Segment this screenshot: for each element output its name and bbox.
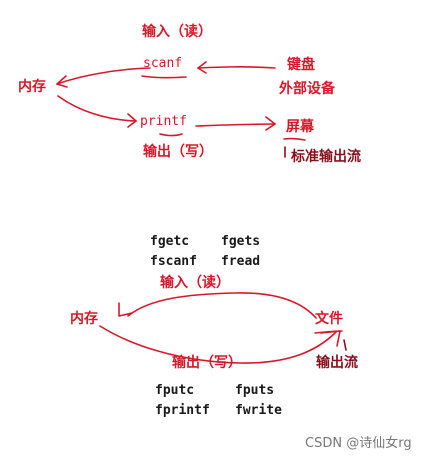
label-output-write-bottom: 输出（写） [172, 355, 242, 371]
arrowhead-memory [56, 75, 68, 88]
label-output-stream: 输出流 [316, 355, 358, 371]
label-memory-bottom: 内存 [70, 311, 98, 327]
label-scanf: scanf [143, 56, 183, 71]
arrowhead-printf [127, 113, 137, 128]
arc-input [127, 292, 317, 319]
arrowhead-screen [265, 116, 276, 131]
watermark: CSDN @诗仙女rg [305, 436, 412, 451]
label-fread: fread [221, 254, 261, 269]
label-output-write-top: 输出（写） [143, 144, 213, 160]
label-fprintf: fprintf [155, 403, 210, 418]
label-file: 文件 [315, 311, 343, 327]
arrowhead-scanf [197, 61, 207, 74]
label-fputc: fputc [155, 383, 195, 398]
label-input-read-bottom: 输入（读） [160, 275, 230, 291]
arrow-scanf-to-memory [56, 67, 151, 85]
arrowhead-output-file [320, 330, 341, 347]
label-fputs: fputs [235, 383, 275, 398]
arc-output [99, 325, 337, 364]
arrow-printf-to-screen [195, 123, 276, 127]
label-stdout: 标准输出流 [291, 149, 361, 165]
label-fgetc: fgetc [150, 234, 190, 249]
output-stream-tick [343, 339, 347, 351]
label-fwrite: fwrite [235, 403, 282, 418]
arrowhead-input-memory [118, 302, 133, 317]
label-keyboard: 键盘 [287, 57, 315, 73]
scanf-underline [141, 75, 187, 79]
arrow-keyboard-to-scanf [197, 66, 276, 69]
printf-underline [159, 133, 183, 137]
arrow-memory-to-printf [57, 95, 137, 122]
label-screen: 屏幕 [286, 119, 314, 135]
label-input-read-top: 输入（读） [142, 24, 212, 40]
label-printf: printf [140, 114, 187, 129]
label-fgets: fgets [221, 234, 261, 249]
label-memory-top: 内存 [18, 79, 46, 95]
screen-underline [283, 137, 306, 141]
file-underline [314, 330, 343, 334]
label-fscanf: fscanf [150, 254, 197, 269]
label-external-devices: 外部设备 [279, 81, 335, 97]
